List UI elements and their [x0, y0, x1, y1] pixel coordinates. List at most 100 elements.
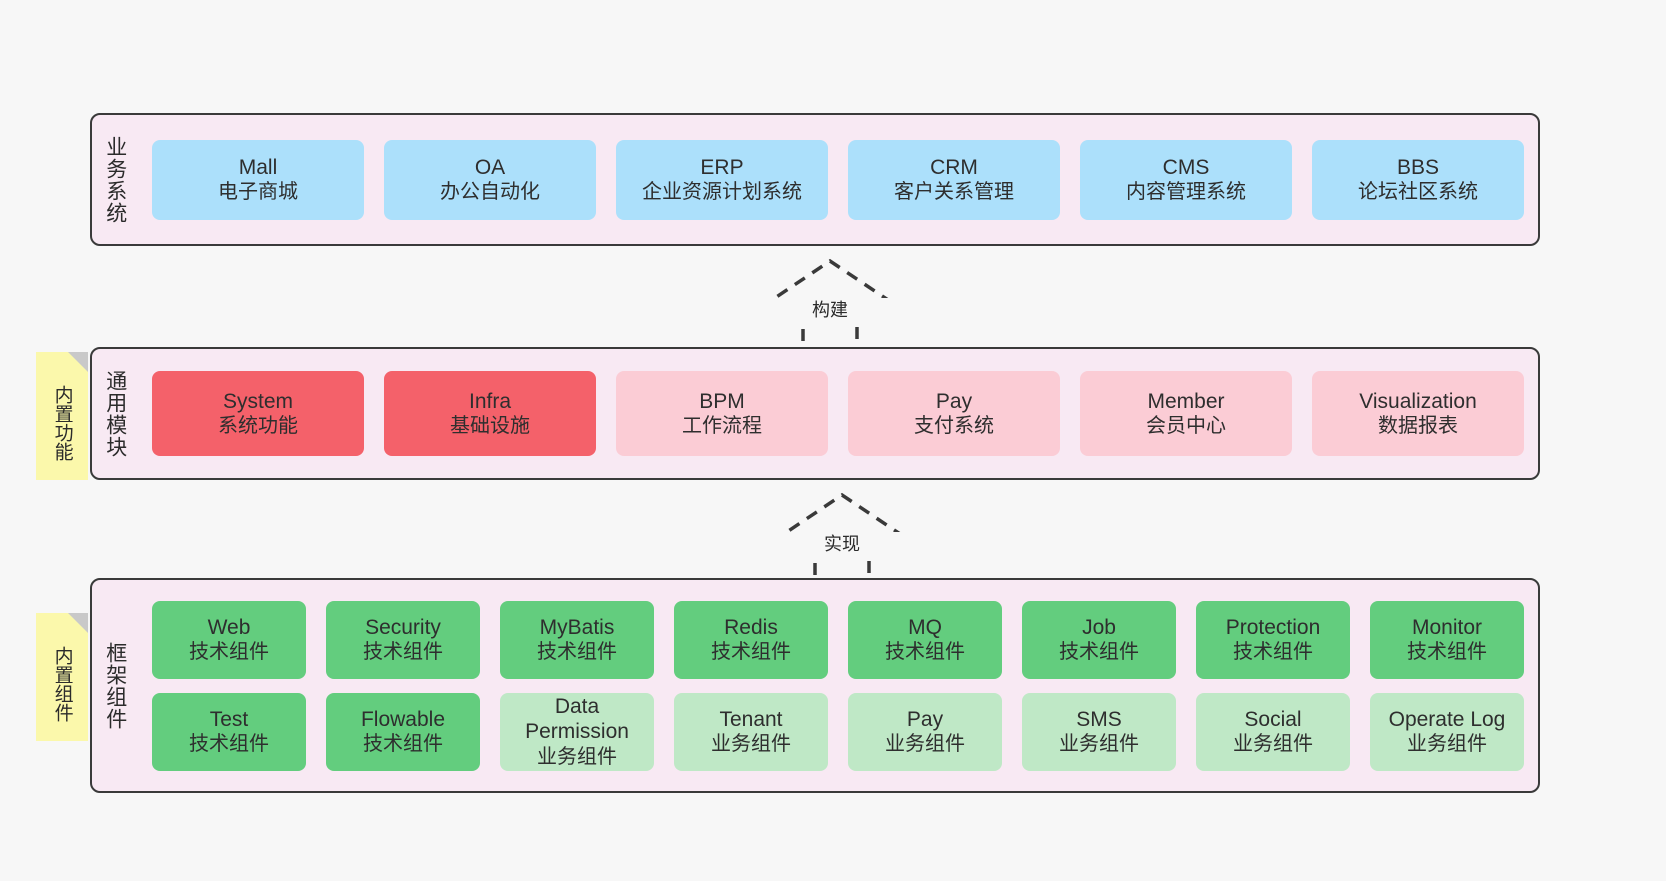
- sticky-note-builtin-components: 内置组件: [36, 613, 88, 741]
- module-name-cn: 会员中心: [1146, 415, 1226, 438]
- module-name-cn: 业务组件: [711, 733, 791, 756]
- module-name-cn: 技术组件: [189, 733, 269, 756]
- module-name-cn: 内容管理系统: [1126, 181, 1246, 204]
- module-name-cn: 基础设施: [450, 415, 530, 438]
- sticky-note-builtin-components-label: 内置组件: [51, 646, 73, 722]
- module-name-en: Mall: [238, 155, 278, 179]
- module-name-en: Social: [1244, 707, 1302, 731]
- module-name-cn: 电子商城: [218, 181, 298, 204]
- module-name-en: Data Permission: [525, 694, 629, 744]
- module-name-cn: 业务组件: [1233, 733, 1313, 756]
- module-name-cn: 技术组件: [189, 641, 269, 664]
- module-name-en: CMS: [1162, 155, 1210, 179]
- layer-framework-title: 框架组件: [103, 641, 127, 730]
- module-name-cn: 技术组件: [363, 733, 443, 756]
- module-name-cn: 技术组件: [1407, 641, 1487, 664]
- module-name-cn: 技术组件: [1233, 641, 1313, 664]
- module-name-cn: 业务组件: [1407, 733, 1487, 756]
- module-name-en: Member: [1147, 389, 1225, 413]
- module-name-en: Job: [1082, 615, 1116, 639]
- connector-implement: 实现: [767, 490, 917, 585]
- module-name-cn: 技术组件: [711, 641, 791, 664]
- module-name-en: Operate Log: [1388, 707, 1506, 731]
- module-name-en: Security: [365, 615, 441, 639]
- module-name-cn: 业务组件: [537, 745, 617, 768]
- connector-implement-label: 实现: [767, 532, 917, 556]
- module-name-cn: 技术组件: [363, 641, 443, 664]
- module-name-en: Redis: [724, 615, 778, 639]
- module-name-cn: 数据报表: [1378, 415, 1458, 438]
- module-name-en: System: [222, 389, 293, 413]
- module-name-en: MQ: [908, 615, 942, 639]
- module-name-en: OA: [474, 155, 506, 179]
- module-name-cn: 工作流程: [682, 415, 762, 438]
- module-name-en: Monitor: [1411, 615, 1483, 639]
- connector-build: 构建: [755, 256, 905, 351]
- module-name-en: Flowable: [360, 707, 446, 731]
- module-name-cn: 支付系统: [914, 415, 994, 438]
- module-name-en: Tenant: [719, 707, 783, 731]
- module-name-en: CRM: [930, 155, 978, 179]
- module-name-cn: 业务组件: [1059, 733, 1139, 756]
- module-name-cn: 技术组件: [537, 641, 617, 664]
- module-name-en: SMS: [1076, 707, 1122, 731]
- module-name-cn: 办公自动化: [440, 181, 540, 204]
- module-name-en: Protection: [1225, 615, 1321, 639]
- module-name-en: Pay: [935, 389, 973, 413]
- module-name-cn: 业务组件: [885, 733, 965, 756]
- sticky-note-builtin-features-label: 内置功能: [51, 385, 73, 461]
- module-name-en: BBS: [1396, 155, 1440, 179]
- connector-build-label: 构建: [755, 298, 905, 322]
- module-name-cn: 技术组件: [885, 641, 965, 664]
- module-name-en: Visualization: [1359, 389, 1477, 413]
- module-name-en: ERP: [700, 155, 744, 179]
- module-name-en: Test: [209, 707, 249, 731]
- module-name-cn: 客户关系管理: [894, 181, 1014, 204]
- module-name-cn: 技术组件: [1059, 641, 1139, 664]
- module-name-en: MyBatis: [539, 615, 615, 639]
- layer-module-title: 通用模块: [103, 369, 127, 458]
- layer-business-title: 业务系统: [103, 135, 127, 224]
- module-name-cn: 企业资源计划系统: [642, 181, 802, 204]
- module-name-en: Web: [207, 615, 251, 639]
